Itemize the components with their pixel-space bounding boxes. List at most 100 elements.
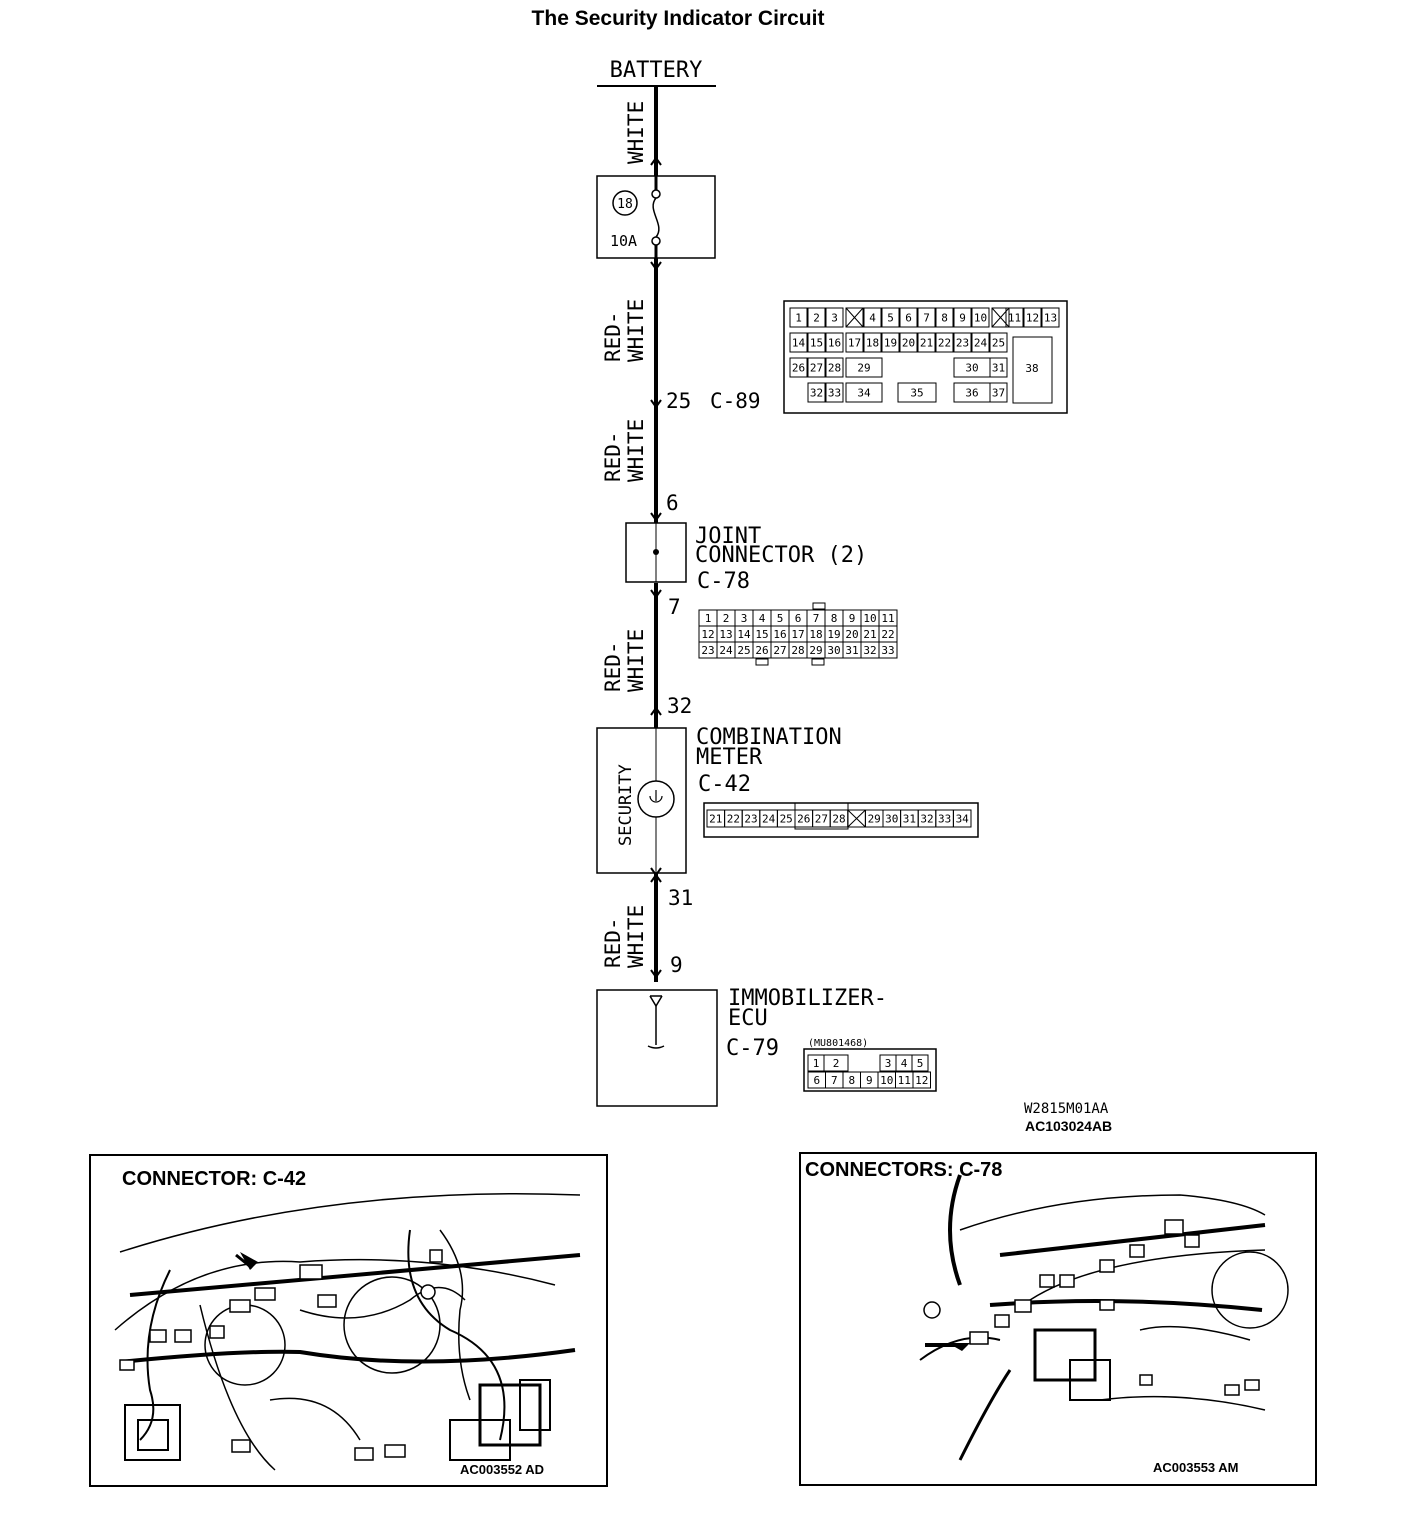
meter-label-1: COMBINATION xyxy=(696,725,842,750)
wire-label-4: RED- WHITE xyxy=(601,629,648,692)
joint-name: C-78 xyxy=(697,569,750,594)
connector-c78-location-panel: CONNECTORS: C-78 xyxy=(799,1152,1317,1486)
meter-pin-out: 31 xyxy=(668,886,693,910)
pin-number: 31 xyxy=(845,644,858,657)
pin-number: 19 xyxy=(827,628,840,641)
pin-cell xyxy=(881,332,900,353)
pin-cell xyxy=(917,307,936,328)
pin-number: 29 xyxy=(857,362,870,375)
security-lamp-label: SECURITY xyxy=(616,764,636,846)
pin-number: 26 xyxy=(792,362,805,375)
svg-text:38: 38 xyxy=(1025,362,1038,375)
meter-label-2: METER xyxy=(696,745,763,770)
pin-number: 12 xyxy=(915,1074,928,1087)
pin-cell xyxy=(823,1054,849,1072)
pin-number: 15 xyxy=(810,337,823,350)
pin-cell xyxy=(789,332,808,353)
pin-number: 8 xyxy=(831,612,838,625)
pin-number: 23 xyxy=(744,813,757,826)
pin-number: 1 xyxy=(813,1057,820,1070)
pin-cell xyxy=(845,357,883,378)
pin-number: 1 xyxy=(795,312,802,325)
panel-right-code: AC003553 AM xyxy=(1153,1460,1239,1475)
pin-number: 5 xyxy=(887,312,894,325)
pin-number: 15 xyxy=(755,628,768,641)
pin-number: 14 xyxy=(792,337,806,350)
c89-pin: 25 xyxy=(666,389,691,413)
pin-cell xyxy=(971,307,990,328)
pin-cell xyxy=(1005,307,1024,328)
pin-number: 1 xyxy=(705,612,712,625)
svg-text:RED-: RED- xyxy=(601,917,625,968)
pin-number: 13 xyxy=(719,628,732,641)
pin-number: 9 xyxy=(866,1074,873,1087)
pin-cell xyxy=(845,307,864,328)
pin-number: 10 xyxy=(880,1074,893,1087)
pin-number: 10 xyxy=(863,612,876,625)
pin-number: 26 xyxy=(755,644,768,657)
wire-label-3: RED- WHITE xyxy=(601,419,648,482)
pin-cell xyxy=(825,357,844,378)
pin-cell xyxy=(807,382,826,403)
pin-cell xyxy=(825,332,844,353)
pin-number: 31 xyxy=(992,362,1005,375)
pin-number: 4 xyxy=(901,1057,908,1070)
pin-cell xyxy=(912,1071,931,1089)
pin-cell xyxy=(953,307,972,328)
svg-text:WHITE: WHITE xyxy=(624,299,648,362)
blank-pin-mark xyxy=(847,809,866,828)
pin-number: 22 xyxy=(727,813,740,826)
pin-number: 3 xyxy=(885,1057,892,1070)
meter-pin-in: 32 xyxy=(667,694,692,718)
pin-number: 23 xyxy=(956,337,969,350)
svg-text:RED-: RED- xyxy=(601,431,625,482)
pin-number: 27 xyxy=(810,362,823,375)
battery-label: BATTERY xyxy=(610,58,703,83)
pin-number: 29 xyxy=(868,813,881,826)
pin-number: 4 xyxy=(759,612,766,625)
pin-number: 6 xyxy=(795,612,802,625)
pin-number: 2 xyxy=(833,1057,840,1070)
pin-number: 7 xyxy=(923,312,930,325)
panel-left-code: AC003552 AD xyxy=(460,1462,544,1477)
pin-cell xyxy=(991,307,1010,328)
ecu-pin: 9 xyxy=(670,953,683,977)
pin-number: 14 xyxy=(737,628,751,641)
pin-number: 12 xyxy=(701,628,714,641)
pin-cell xyxy=(807,307,826,328)
pin-number: 18 xyxy=(866,337,879,350)
pin-number: 32 xyxy=(863,644,876,657)
pin-number: 24 xyxy=(974,337,988,350)
pin-cell xyxy=(863,307,882,328)
joint-pin-out: 7 xyxy=(668,595,681,619)
pin-cell xyxy=(807,357,826,378)
pin-cell xyxy=(989,332,1008,353)
pin-number: 29 xyxy=(809,644,822,657)
immobilizer-ecu xyxy=(596,989,718,1107)
pin-cell xyxy=(911,1054,929,1072)
dashboard-illustration-left xyxy=(114,1192,581,1471)
pin-number: 28 xyxy=(791,644,804,657)
pin-number: 37 xyxy=(992,387,1005,400)
pin-cell xyxy=(952,809,972,828)
pin-number: 33 xyxy=(828,387,841,400)
fuse-rating: 10A xyxy=(610,232,637,250)
pin-cell xyxy=(917,332,936,353)
pin-number: 21 xyxy=(709,813,722,826)
pin-number: 12 xyxy=(1026,312,1039,325)
pin-number: 8 xyxy=(941,312,948,325)
pin-cell xyxy=(881,307,900,328)
svg-text:WHITE: WHITE xyxy=(624,629,648,692)
diagram-title: The Security Indicator Circuit xyxy=(532,7,825,30)
svg-text:WHITE: WHITE xyxy=(624,101,648,164)
pin-number: 25 xyxy=(737,644,750,657)
pin-cell xyxy=(863,332,882,353)
pin-number: 9 xyxy=(849,612,856,625)
pin-number: 2 xyxy=(723,612,730,625)
pin-number: 31 xyxy=(903,813,916,826)
pin-number: 30 xyxy=(827,644,840,657)
pin-number: 16 xyxy=(828,337,841,350)
pin-number: 6 xyxy=(813,1074,820,1087)
